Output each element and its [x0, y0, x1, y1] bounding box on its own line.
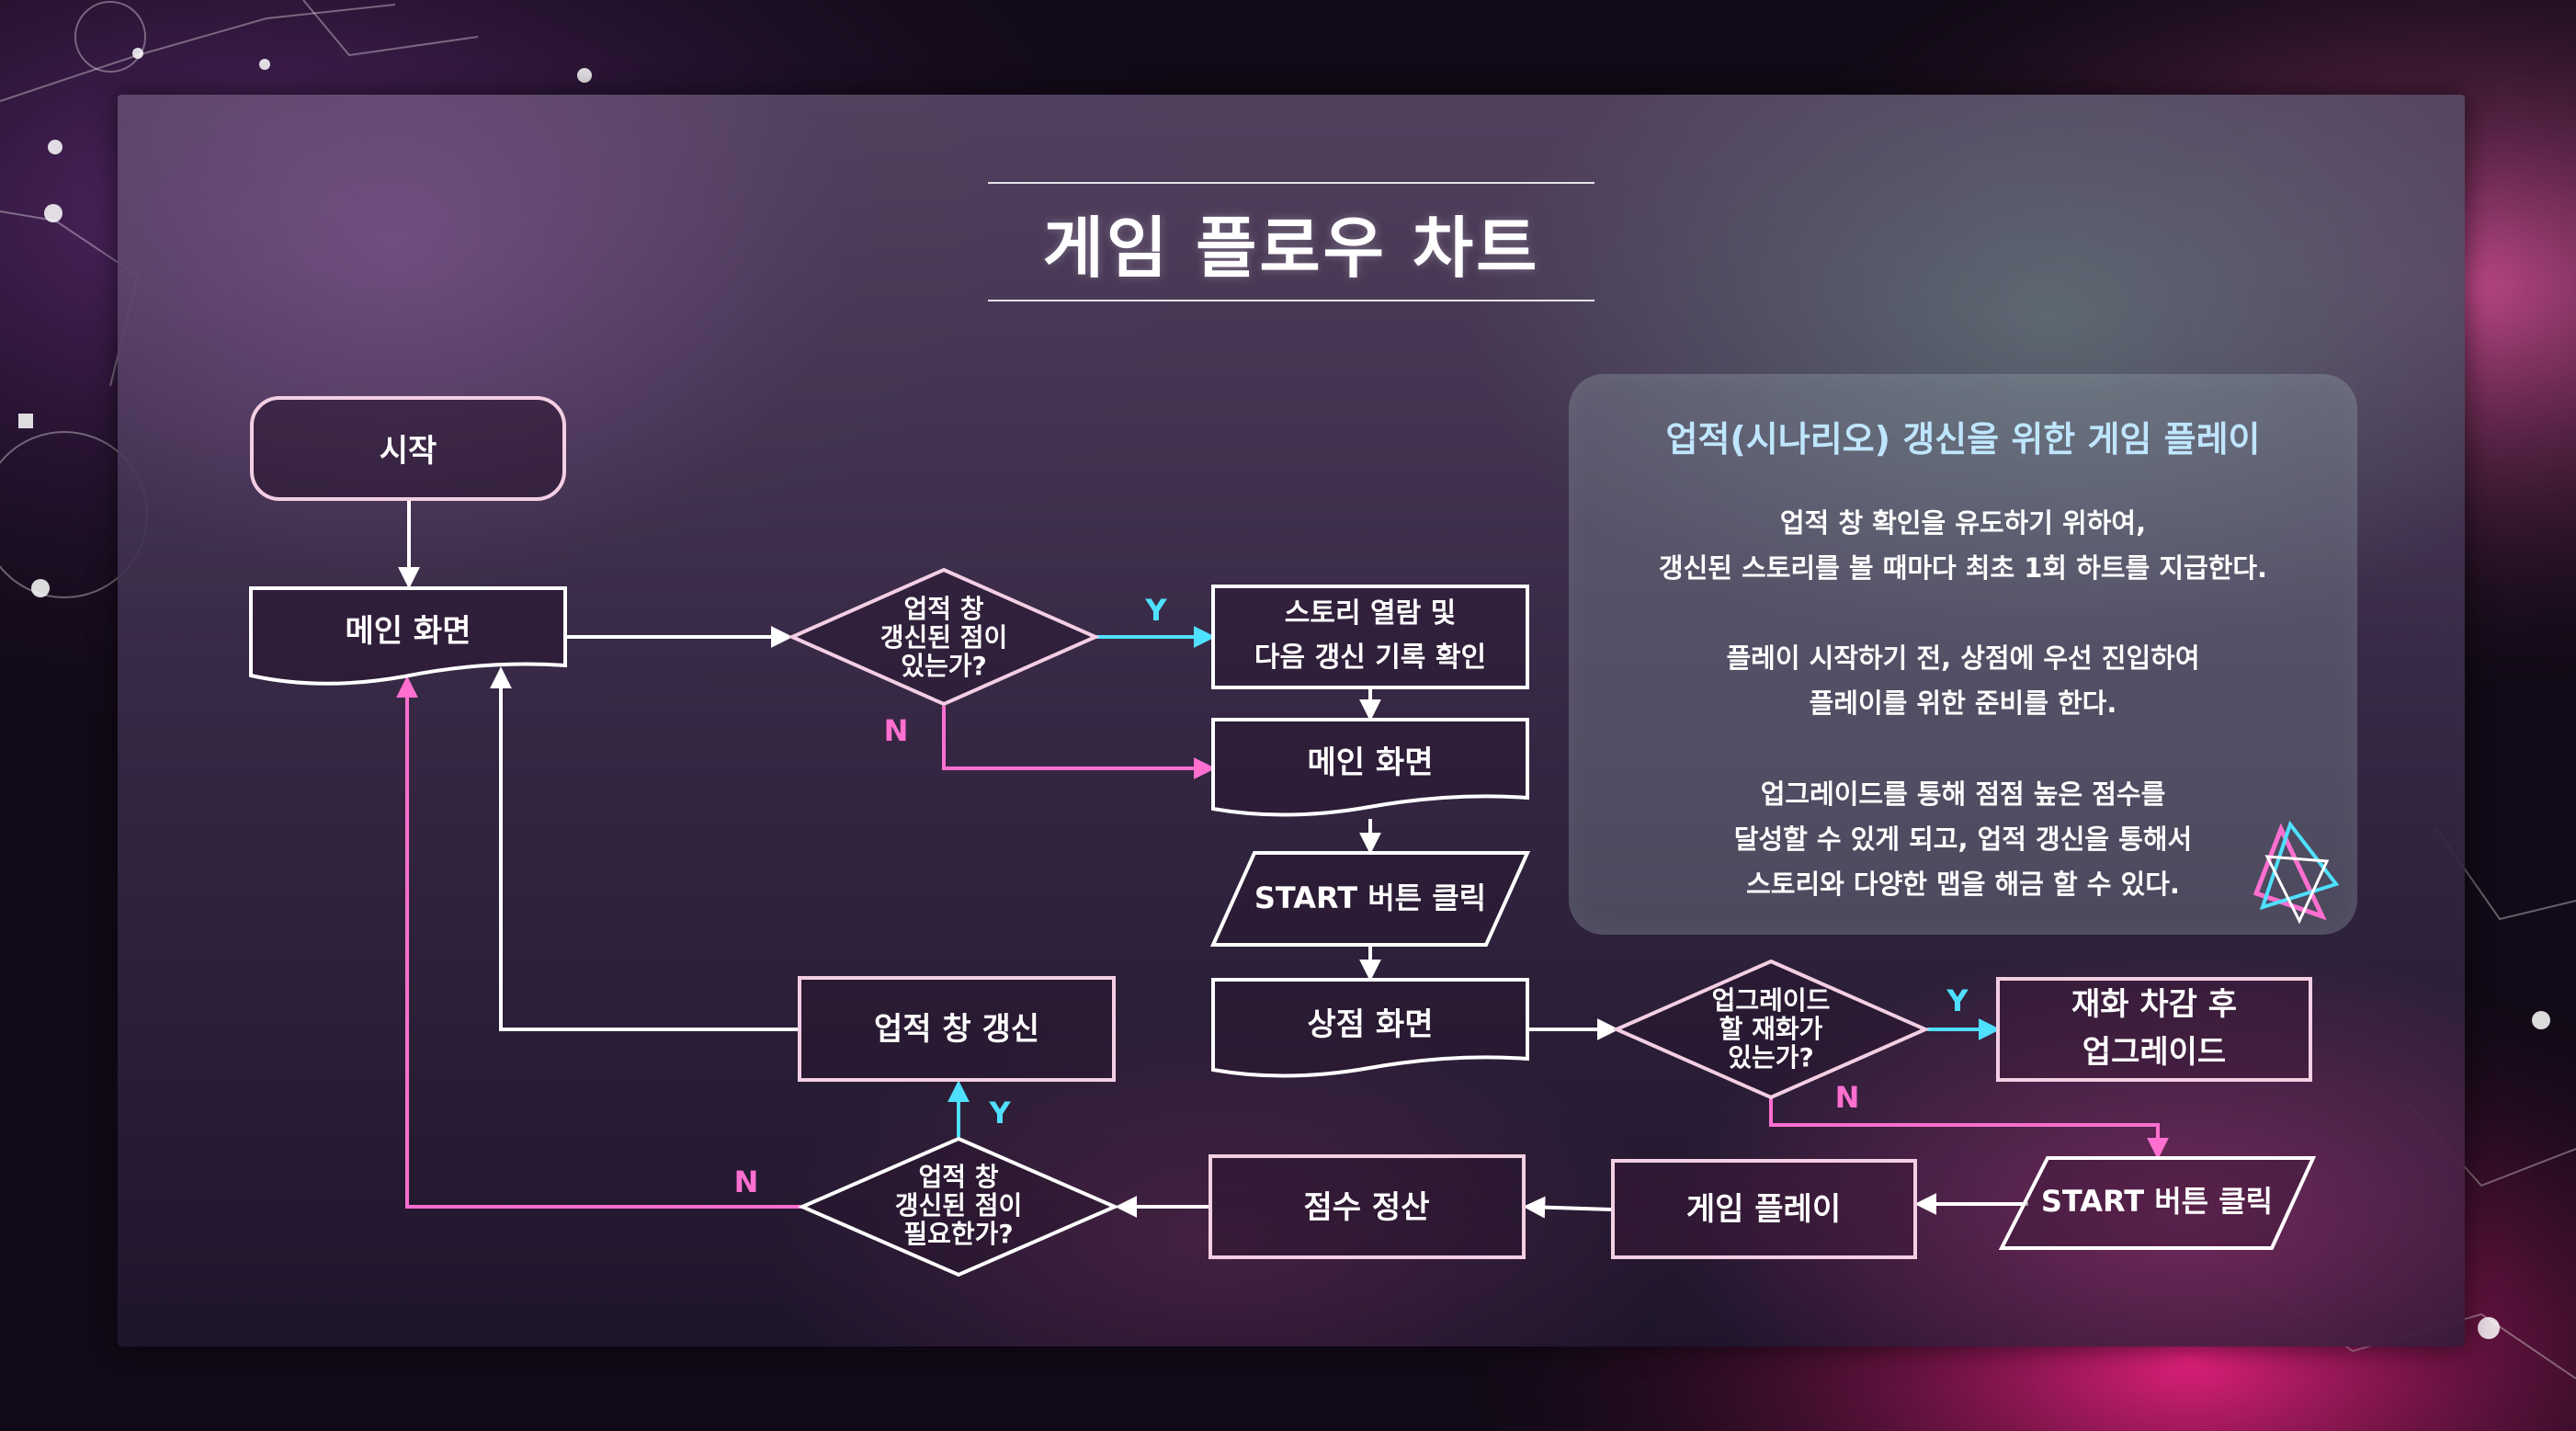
info-paragraph-1-line2: 갱신된 스토리를 볼 때마다 최초 1회 하트를 지급한다. — [1569, 546, 2357, 591]
decision-achievement-needed-line1: 업적 창 — [918, 1162, 998, 1192]
decision-achievement-needed-line3: 필요한가? — [903, 1219, 1013, 1249]
node-start-button-click-2-label: START 버튼 클릭 — [2041, 1184, 2273, 1219]
decision-achievement-updated-line2: 갱신된 점이 — [880, 622, 1008, 653]
label-yes-d1: Y — [1144, 593, 1167, 628]
info-paragraph-3: 업그레이드를 통해 점점 높은 점수를 달성할 수 있게 되고, 업적 갱신을 … — [1569, 772, 2357, 907]
arrow-d1-no — [944, 706, 1211, 768]
arrow-update-to-main — [501, 671, 798, 1029]
node-score-settlement: 점수 정산 — [1210, 1156, 1524, 1257]
arrow-d2-no — [1771, 1098, 2158, 1155]
label-no-d1: N — [884, 713, 909, 748]
node-story-view: 스토리 열람 및 다음 갱신 기록 확인 — [1213, 586, 1527, 687]
node-game-play-label: 게임 플레이 — [1686, 1191, 1841, 1228]
node-achievement-update-label: 업적 창 갱신 — [874, 1011, 1039, 1048]
label-no-d3: N — [734, 1164, 759, 1199]
info-paragraph-2-line2: 플레이를 위한 준비를 한다. — [1569, 681, 2357, 726]
node-upgrade-line2: 업그레이드 — [2082, 1034, 2226, 1071]
node-start-button-click-label: START 버튼 클릭 — [1254, 880, 1486, 915]
info-heading: 업적(시나리오) 갱신을 위한 게임 플레이 — [1569, 411, 2357, 461]
node-main-screen-2-label: 메인 화면 — [1308, 744, 1434, 781]
triangle-logo-icon — [2249, 820, 2341, 926]
decision-upgrade-currency: 업그레이드 할 재화가 있는가? — [1617, 961, 1925, 1097]
info-paragraph-1: 업적 창 확인을 유도하기 위하여, 갱신된 스토리를 볼 때마다 최초 1회 … — [1569, 501, 2357, 591]
decision-achievement-needed-line2: 갱신된 점이 — [895, 1190, 1023, 1221]
node-main-screen-2: 메인 화면 — [1213, 720, 1527, 815]
node-story-view-line1: 스토리 열람 및 — [1285, 597, 1457, 630]
decision-achievement-needed: 업적 창 갱신된 점이 필요한가? — [802, 1139, 1115, 1275]
info-paragraph-3-line2: 달성할 수 있게 되고, 업적 갱신을 통해서 — [1569, 817, 2357, 862]
node-upgrade: 재화 차감 후 업그레이드 — [1998, 979, 2310, 1080]
node-main-screen-label: 메인 화면 — [346, 613, 471, 650]
info-paragraph-1-line1: 업적 창 확인을 유도하기 위하여, — [1569, 501, 2357, 546]
node-story-view-line2: 다음 갱신 기록 확인 — [1254, 642, 1486, 674]
info-paragraph-2: 플레이 시작하기 전, 상점에 우선 진입하여 플레이를 위한 준비를 한다. — [1569, 636, 2357, 726]
node-start-button-click: START 버튼 클릭 — [1213, 853, 1527, 945]
decision-achievement-updated-line1: 업적 창 — [903, 594, 983, 624]
node-shop-screen-label: 상점 화면 — [1308, 1006, 1434, 1043]
info-card: 업적(시나리오) 갱신을 위한 게임 플레이 업적 창 확인을 유도하기 위하여… — [1569, 374, 2357, 935]
node-score-settlement-label: 점수 정산 — [1304, 1189, 1430, 1226]
node-shop-screen: 상점 화면 — [1213, 980, 1527, 1076]
label-yes-d2: Y — [1946, 983, 1969, 1018]
node-game-play: 게임 플레이 — [1613, 1161, 1915, 1257]
info-paragraph-2-line1: 플레이 시작하기 전, 상점에 우선 진입하여 — [1569, 636, 2357, 681]
arrow-play-to-score — [1527, 1207, 1611, 1210]
arrow-d3-no — [407, 680, 802, 1207]
info-paragraph-3-line3: 스토리와 다양한 맵을 해금 할 수 있다. — [1569, 862, 2357, 907]
node-upgrade-line1: 재화 차감 후 — [2071, 986, 2237, 1023]
decision-achievement-updated-line3: 있는가? — [901, 651, 987, 681]
node-main-screen: 메인 화면 — [251, 588, 565, 684]
info-paragraph-3-line1: 업그레이드를 통해 점점 높은 점수를 — [1569, 772, 2357, 817]
decision-upgrade-currency-line3: 있는가? — [1728, 1042, 1814, 1073]
node-achievement-update: 업적 창 갱신 — [800, 978, 1114, 1080]
decision-upgrade-currency-line2: 할 재화가 — [1719, 1014, 1823, 1044]
node-start: 시작 — [252, 398, 564, 499]
label-yes-d3: Y — [988, 1096, 1011, 1130]
node-start-label: 시작 — [380, 433, 437, 470]
decision-upgrade-currency-line1: 업그레이드 — [1712, 985, 1831, 1016]
node-start-button-click-2: START 버튼 클릭 — [2002, 1158, 2313, 1248]
decision-achievement-updated: 업적 창 갱신된 점이 있는가? — [792, 570, 1095, 704]
label-no-d2: N — [1835, 1080, 1860, 1115]
